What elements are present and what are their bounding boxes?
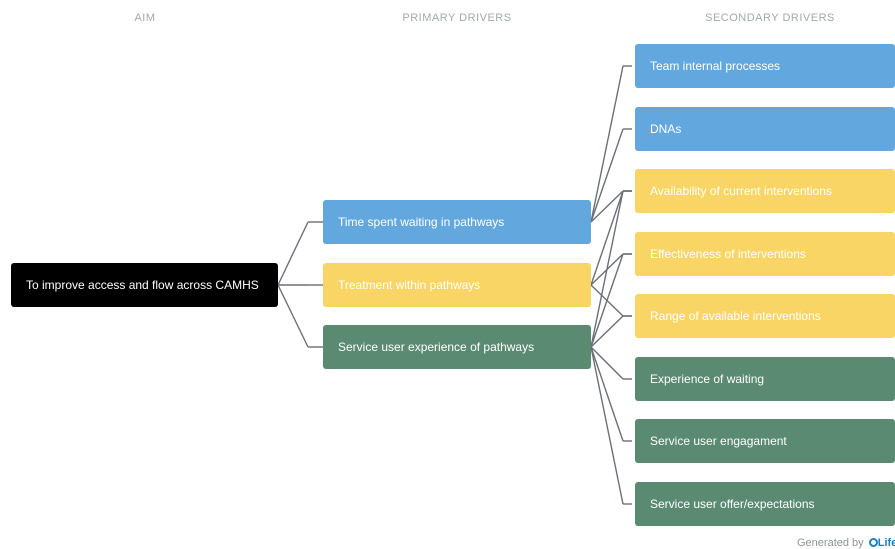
- secondary-driver-0[interactable]: Team internal processes: [635, 44, 895, 88]
- footer-prefix: Generated by: [797, 537, 864, 549]
- primary-driver-1[interactable]: Treatment within pathways: [323, 263, 591, 307]
- primary-driver-label: Treatment within pathways: [338, 278, 481, 292]
- secondary-driver-label: Availability of current interventions: [650, 184, 832, 198]
- secondary-driver-4[interactable]: Range of available interventions: [635, 294, 895, 338]
- footer-credit: Generated by Life: [797, 537, 895, 549]
- secondary-driver-5[interactable]: Experience of waiting: [635, 357, 895, 401]
- secondary-driver-3[interactable]: Effectiveness of interventions: [635, 232, 895, 276]
- aim-header: AIM: [134, 12, 156, 24]
- aim-box[interactable]: To improve access and flow across CAMHS: [11, 263, 278, 307]
- connector-primary-2-secondary-4: [590, 315, 624, 348]
- secondary-driver-label: Team internal processes: [650, 59, 781, 73]
- connector-primary-2-secondary-7: [590, 346, 624, 505]
- primary-driver-2[interactable]: Service user experience of pathways: [323, 325, 591, 369]
- connector-primary-2-secondary-3: [590, 253, 624, 348]
- secondary-drivers-header: SECONDARY DRIVERS: [705, 12, 835, 24]
- connector-primary-2-secondary-5: [590, 346, 624, 380]
- secondary-driver-7[interactable]: Service user offer/expectations: [635, 482, 895, 526]
- secondary-driver-label: Service user offer/expectations: [650, 497, 815, 511]
- secondary-driver-6[interactable]: Service user engagament: [635, 419, 895, 463]
- primary-drivers-header: PRIMARY DRIVERS: [402, 12, 512, 24]
- primary-driver-label: Time spent waiting in pathways: [338, 215, 505, 229]
- secondary-driver-label: Service user engagament: [650, 434, 787, 448]
- primary-driver-label: Service user experience of pathways: [338, 340, 535, 354]
- connector-aim-primary-2: [277, 284, 309, 348]
- secondary-driver-2[interactable]: Availability of current interventions: [635, 169, 895, 213]
- connector-primary-0-secondary-2: [590, 190, 624, 223]
- primary-driver-0[interactable]: Time spent waiting in pathways: [323, 200, 591, 244]
- connector-primary-2-secondary-6: [590, 346, 624, 442]
- life-logo-icon: [868, 538, 878, 547]
- secondary-driver-label: Effectiveness of interventions: [650, 247, 806, 261]
- secondary-driver-label: Range of available interventions: [650, 309, 821, 323]
- secondary-driver-label: Experience of waiting: [650, 372, 765, 386]
- footer-brand: Life: [877, 537, 895, 549]
- connector-primary-2-secondary-2: [590, 190, 624, 348]
- connector-aim-primary-0: [277, 221, 309, 286]
- connector-primary-0-secondary-1: [590, 128, 624, 223]
- aim-label: To improve access and flow across CAMHS: [26, 278, 259, 292]
- secondary-driver-1[interactable]: DNAs: [635, 107, 895, 151]
- connector-primary-0-secondary-0: [590, 65, 624, 223]
- connector-primary-1-secondary-2: [590, 190, 624, 286]
- secondary-driver-label: DNAs: [650, 122, 682, 136]
